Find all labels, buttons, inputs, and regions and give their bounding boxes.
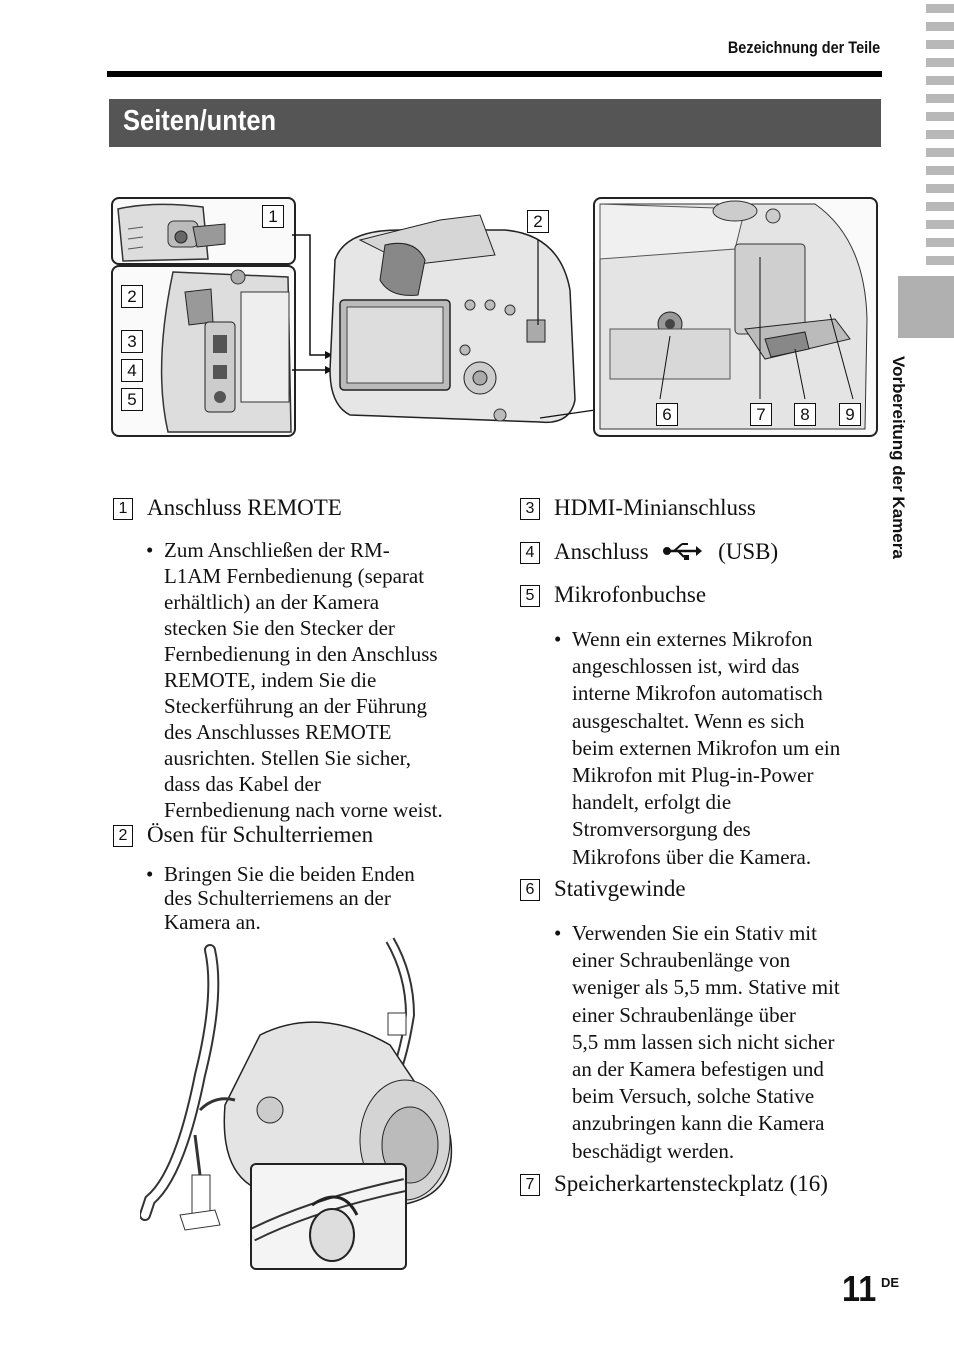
line: Stromversorgung des [572,817,751,842]
page-number: 11 [842,1268,877,1309]
item-mic: 5 Mikrofonbuchse [520,582,706,608]
section-title: Seiten/unten [123,105,277,137]
line: Bringen Sie die beiden Enden [164,862,415,886]
strap-inset-illustration [248,1178,407,1262]
bottom-illustration [599,200,868,430]
figure-bottom [593,197,878,437]
item-hdmi: 3 HDMI-Minianschluss [520,495,756,521]
line: beim externen Mikrofon um ein [572,735,841,760]
line: des Schulterriemens an der [164,886,391,910]
line: stecken Sie den Stecker der [164,616,395,640]
callout-4: 4 [121,359,143,382]
camera-back-illustration [292,214,596,424]
bullet-remote-port: • Zum Anschließen der RM- L1AM Fernbedie… [146,537,443,823]
line: Mikrofons über die Kamera. [572,844,812,869]
figure-remote-port [111,197,296,265]
line: einer Schraubenlänge von [572,948,791,973]
item-label: Anschluss [554,539,649,564]
item-label: Mikrofonbuchse [554,582,707,607]
usb-icon [663,543,703,560]
item-label: Anschluss REMOTE [147,495,342,520]
line: Kamera an. [164,910,261,934]
bullet-tripod: • Verwenden Sie ein Stativ mit einer Sch… [554,920,840,1165]
strap-attach-illustration [140,937,453,1231]
item-number: 4 [520,542,540,564]
item-suffix: (USB) [718,539,779,564]
item-usb: 4 Anschluss (USB) [520,539,778,565]
item-label: Stativgewinde [554,876,686,901]
line: REMOTE, indem Sie die [164,668,377,692]
section-title-bar: Seiten/unten [109,99,881,147]
line: anzubringen kann die Kamera [572,1111,825,1136]
line: beschädigt werden. [572,1138,735,1163]
callout-3: 3 [121,330,143,353]
item-strap-lugs: 2 Ösen für Schulterriemen [113,822,373,848]
callout-2-center: 2 [527,210,549,233]
item-card-slot: 7 Speicherkartensteckplatz (16) [520,1171,828,1197]
line: Fernbedienung nach vorne weist. [164,798,443,822]
item-number: 6 [520,879,540,901]
item-number: 5 [520,585,540,607]
line: Wenn ein externes Mikrofon [572,627,813,651]
line: Verwenden Sie ein Stativ mit [572,921,817,945]
line: 5,5 mm lassen sich nicht sicher [572,1029,835,1054]
line: handelt, erfolgt die [572,790,732,815]
callout-8: 8 [794,403,816,426]
callout-7: 7 [750,403,772,426]
item-label: HDMI-Minianschluss [554,495,756,520]
item-number: 7 [520,1174,540,1196]
callout-1: 1 [262,205,284,228]
bullet-dot: • [146,538,154,562]
line: weniger als 5,5 mm. Stative mit [572,975,840,1000]
item-number: 3 [520,498,540,520]
item-label: Speicherkartensteckplatz (16) [554,1171,828,1196]
item-number: 2 [113,825,133,847]
side-ports-illustration [160,269,292,433]
bullet-dot: • [554,921,562,945]
callout-9: 9 [839,403,861,426]
bullet-strap-lugs: • Bringen Sie die beiden Enden des Schul… [146,862,415,934]
running-header: Bezeichnung der Teile [727,38,880,57]
item-remote-port: 1 Anschluss REMOTE [113,495,342,521]
line: interne Mikrofon automatisch [572,681,823,706]
line: Fernbedienung in den Anschluss [164,642,438,666]
bullet-dot: • [554,627,562,651]
line: Steckerführung an der Führung [164,694,428,718]
bullet-mic: • Wenn ein externes Mikrofon angeschloss… [554,626,841,871]
line: ausgeschaltet. Wenn es sich [572,708,805,733]
line: des Anschlusses REMOTE [164,720,392,744]
line: beim Versuch, solche Stative [572,1084,815,1109]
line: erhältlich) an der Kamera [164,590,380,614]
strap-inset-detail [248,1163,407,1270]
item-tripod: 6 Stativgewinde [520,876,686,902]
line: ausrichten. Stellen Sie sicher, [164,746,412,770]
line: Mikrofon mit Plug-in-Power [572,763,814,788]
line: L1AM Fernbedienung (separat [164,564,425,588]
line: an der Kamera befestigen und [572,1057,824,1082]
line: angeschlossen ist, wird das [572,654,800,679]
line: einer Schraubenlänge über [572,1002,796,1027]
chapter-tab [898,276,954,338]
page-language: DE [881,1275,900,1290]
header-rule [107,71,882,77]
remote-port-illustration [117,203,226,262]
item-label: Ösen für Schulterriemen [147,822,374,847]
line: dass das Kabel der [164,772,321,796]
chapter-label: Vorbereitung der Kamera [889,356,923,616]
item-number: 1 [113,498,133,520]
callout-2-left: 2 [121,285,143,308]
chapter-label-text: Vorbereitung der Kamera [889,356,908,559]
callout-5: 5 [121,388,143,411]
callout-6: 6 [656,403,678,426]
line: Zum Anschließen der RM- [164,538,390,562]
bullet-dot: • [146,862,154,886]
